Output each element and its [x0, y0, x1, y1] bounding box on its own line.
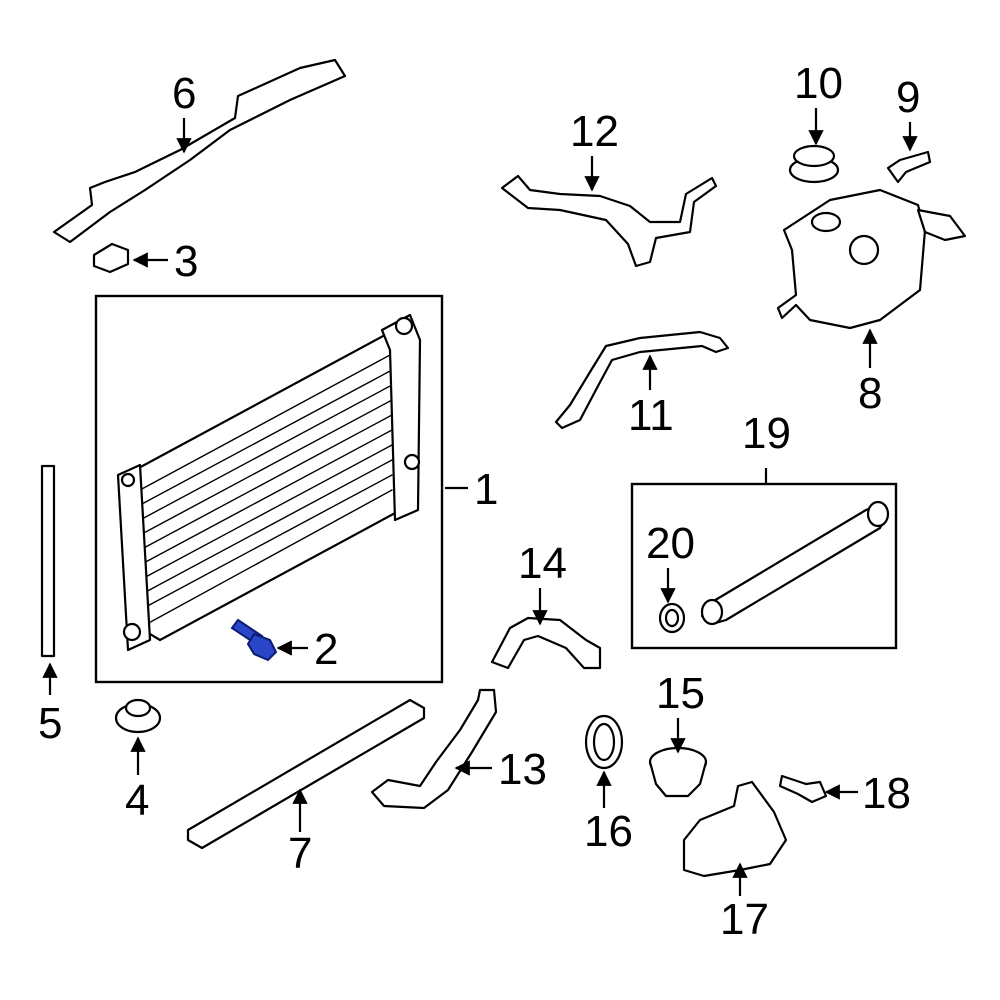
- part-10-cap[interactable]: [788, 144, 840, 184]
- callout-14: 14: [518, 539, 567, 588]
- callout-7: 7: [288, 829, 312, 878]
- part-11-hose[interactable]: [554, 330, 730, 430]
- callout-20: 20: [646, 519, 695, 568]
- callout-3: 3: [174, 237, 198, 286]
- pipe-group-box: [630, 482, 898, 650]
- part-1-radiator[interactable]: [116, 313, 422, 652]
- part-7-seal[interactable]: [186, 698, 426, 850]
- callout-10: 10: [794, 59, 843, 108]
- part-13-hose[interactable]: [370, 688, 498, 810]
- part-3-clip[interactable]: [92, 242, 130, 274]
- callout-5: 5: [38, 699, 62, 748]
- callout-1: 1: [474, 465, 498, 514]
- part-19-pipe[interactable]: [700, 500, 890, 626]
- part-17-housing[interactable]: [682, 780, 788, 878]
- part-14-hose[interactable]: [490, 616, 602, 670]
- callout-15: 15: [656, 669, 705, 718]
- callout-8: 8: [858, 369, 882, 418]
- callout-12: 12: [570, 107, 619, 156]
- part-5-seal[interactable]: [40, 464, 56, 658]
- part-12-hose[interactable]: [500, 174, 718, 268]
- callout-17: 17: [720, 895, 769, 944]
- callout-11: 11: [628, 391, 674, 440]
- callout-16: 16: [584, 807, 633, 856]
- part-18-bolt[interactable]: [778, 774, 828, 804]
- callout-9: 9: [896, 73, 920, 122]
- part-8-reservoir[interactable]: [776, 188, 967, 330]
- radiator-group-box: [94, 294, 444, 684]
- part-16-gasket[interactable]: [584, 714, 624, 770]
- part-6-deflector[interactable]: [52, 58, 347, 244]
- callout-6: 6: [172, 69, 196, 118]
- part-9-bolt[interactable]: [886, 150, 932, 184]
- part-2-bolt[interactable]: [230, 618, 278, 662]
- callout-18: 18: [862, 769, 911, 818]
- part-20-oring[interactable]: [658, 602, 686, 634]
- callout-4: 4: [125, 776, 149, 825]
- callout-2: 2: [314, 625, 338, 674]
- part-4-mount[interactable]: [114, 698, 162, 734]
- callout-19: 19: [742, 409, 791, 458]
- callout-13: 13: [498, 745, 547, 794]
- part-15-thermostat[interactable]: [648, 746, 708, 798]
